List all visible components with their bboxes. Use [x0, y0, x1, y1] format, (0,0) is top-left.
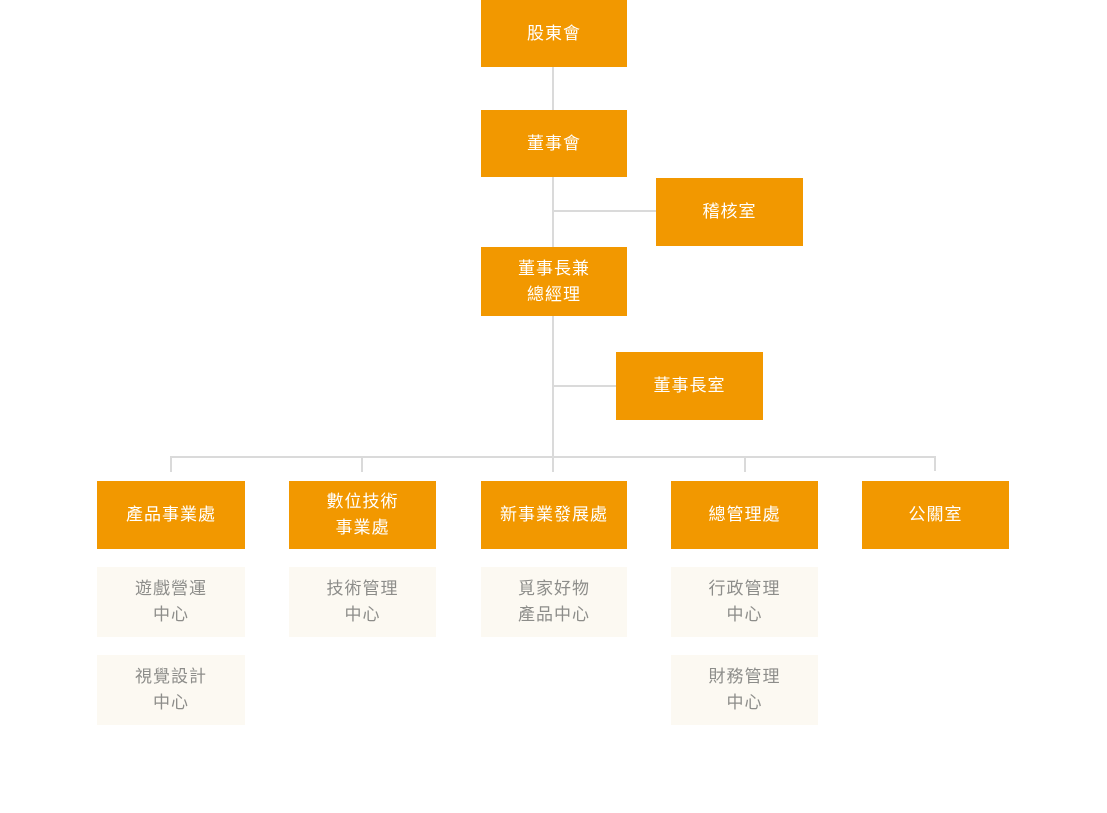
- connector-drop-product-division: [170, 456, 172, 472]
- org-node-label: 董事長兼 總經理: [518, 258, 590, 304]
- org-node-chairman-office: 董事長室: [616, 352, 763, 420]
- org-node-mijia-goods-product-center: 覓家好物 產品中心: [481, 567, 627, 637]
- org-node-shareholders-meeting: 股東會: [481, 0, 627, 67]
- org-node-label: 董事會: [527, 133, 581, 153]
- connector-branch-chairman-office: [553, 385, 616, 387]
- org-node-label: 產品事業處: [126, 505, 216, 524]
- connector-chairman-trunk: [552, 316, 554, 472]
- org-node-chairman-and-general-manager: 董事長兼 總經理: [481, 247, 627, 316]
- org-node-label: 股東會: [527, 23, 581, 43]
- org-node-visual-design-center: 視覺設計 中心: [97, 655, 245, 725]
- org-node-label: 公關室: [908, 505, 963, 524]
- org-node-general-management-division: 總管理處: [671, 481, 818, 549]
- org-node-label: 新事業發展處: [500, 505, 608, 524]
- org-node-label: 數位技術 事業處: [326, 492, 399, 537]
- connector-drop-pr-office: [934, 456, 936, 471]
- connector-board-to-chairman: [552, 177, 554, 247]
- org-node-label: 覓家好物 產品中心: [518, 579, 590, 624]
- connector-shareholders-to-board: [552, 67, 554, 110]
- org-node-label: 財務管理 中心: [708, 667, 781, 712]
- org-node-game-operations-center: 遊戲營運 中心: [97, 567, 245, 637]
- org-node-label: 總管理處: [708, 505, 781, 524]
- org-node-label: 董事長室: [653, 376, 726, 395]
- connector-drop-digital-division: [361, 456, 363, 472]
- org-node-label: 行政管理 中心: [708, 579, 781, 624]
- org-node-label: 遊戲營運 中心: [135, 579, 207, 624]
- org-node-board-of-directors: 董事會: [481, 110, 627, 177]
- org-node-audit-office: 稽核室: [656, 178, 803, 246]
- connector-departments-horizontal: [170, 456, 936, 458]
- connector-drop-general-management: [744, 456, 746, 472]
- org-node-label: 技術管理 中心: [326, 579, 399, 624]
- org-node-administration-management-center: 行政管理 中心: [671, 567, 818, 637]
- org-node-label: 視覺設計 中心: [135, 667, 207, 712]
- org-node-new-business-development-division: 新事業發展處: [481, 481, 627, 549]
- org-node-finance-management-center: 財務管理 中心: [671, 655, 818, 725]
- connector-branch-audit-office: [553, 210, 656, 212]
- org-node-digital-technology-business-division: 數位技術 事業處: [289, 481, 436, 549]
- org-node-technology-management-center: 技術管理 中心: [289, 567, 436, 637]
- org-node-label: 稽核室: [702, 202, 757, 221]
- org-node-product-business-division: 產品事業處: [97, 481, 245, 549]
- org-node-public-relations-office: 公關室: [862, 481, 1009, 549]
